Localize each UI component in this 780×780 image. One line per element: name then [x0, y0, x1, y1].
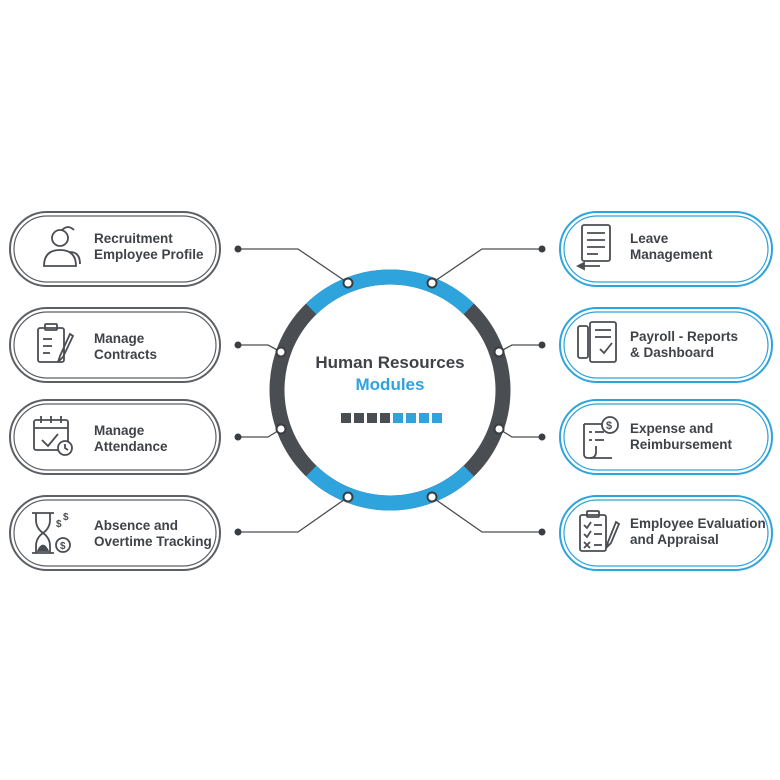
pill-left-4-line1: Absence and	[94, 518, 178, 533]
pill-right-2[interactable]: Payroll - Reports & Dashboard	[559, 307, 773, 383]
pill-right-4[interactable]: Employee Evaluation and Appraisal	[559, 495, 773, 571]
pill-left-4-line2: Overtime Tracking	[94, 534, 212, 549]
dot-right-2	[538, 341, 546, 349]
ring-blue-arc-bottom	[305, 465, 475, 511]
progress-square-blue-1	[393, 413, 403, 423]
pill-right-3[interactable]: $ Expense and Reimbursement	[559, 399, 773, 475]
progress-square-dark-1	[341, 413, 351, 423]
ring-dot-l1	[342, 277, 354, 289]
ring-dot-r4	[426, 491, 438, 503]
ring-dot-r3	[493, 423, 505, 435]
connector-right-3	[498, 428, 542, 438]
pill-right-4-line2: and Appraisal	[630, 532, 719, 547]
pill-right-2-line1: Payroll - Reports	[630, 329, 738, 344]
ring-dots	[275, 277, 505, 503]
progress-square-dark-4	[380, 413, 390, 423]
pill-right-2-line2: & Dashboard	[630, 345, 714, 360]
progress-square-blue-2	[406, 413, 416, 423]
clipboard-pen-icon	[37, 323, 75, 363]
checklist-pen-icon	[579, 510, 621, 552]
svg-text:$: $	[606, 420, 612, 432]
connector-end-dots	[234, 245, 546, 536]
progress-squares	[341, 413, 442, 423]
dot-right-3	[538, 433, 546, 441]
connector-left-4	[238, 496, 349, 533]
pill-right-4-line1: Employee Evaluation	[630, 516, 766, 531]
payroll-report-icon	[577, 321, 617, 363]
dot-left-1	[234, 245, 242, 253]
progress-square-blue-4	[432, 413, 442, 423]
svg-text:$: $	[60, 541, 66, 552]
connector-left-1	[238, 248, 349, 284]
pill-left-3-line2: Attendance	[94, 439, 168, 454]
dot-left-3	[234, 433, 242, 441]
progress-square-dark-2	[354, 413, 364, 423]
pill-left-4[interactable]: $ $ $ Absence and Overtime Tracking	[9, 495, 221, 571]
ring-dot-r2	[493, 346, 505, 358]
ring-blue-arc-top	[305, 269, 475, 315]
svg-text:$: $	[63, 512, 69, 523]
pill-right-1-line2: Management	[630, 247, 713, 262]
svg-text:$: $	[56, 519, 62, 530]
users-icon	[43, 226, 81, 267]
pill-left-3-line1: Manage	[94, 423, 145, 438]
connector-right-4	[431, 496, 542, 533]
hourglass-money-icon: $ $ $	[32, 512, 71, 554]
connector-left-3	[238, 428, 282, 438]
pill-left-3[interactable]: Manage Attendance	[9, 399, 221, 475]
pill-left-1[interactable]: Recruitment Employee Profile	[9, 211, 221, 287]
pill-right-1[interactable]: Leave Management	[559, 211, 773, 287]
connector-left-2	[238, 344, 282, 353]
pill-right-3-line2: Reimbursement	[630, 437, 733, 452]
receipt-dollar-icon: $	[583, 416, 619, 459]
dot-left-2	[234, 341, 242, 349]
calendar-check-icon	[33, 416, 73, 456]
pill-left-1-line1: Recruitment	[94, 231, 173, 246]
pill-left-2-line1: Manage	[94, 331, 145, 346]
center-title: Human Resources	[315, 353, 464, 372]
ring-dot-l4	[342, 491, 354, 503]
pill-right-1-line1: Leave	[630, 231, 669, 246]
pill-left-2-line2: Contracts	[94, 347, 157, 362]
center-ring	[269, 269, 511, 511]
pill-right-3-line1: Expense and	[630, 421, 713, 436]
pill-left-1-line2: Employee Profile	[94, 247, 204, 262]
pill-left-2[interactable]: Manage Contracts	[9, 307, 221, 383]
document-pen-icon	[575, 224, 611, 271]
dot-left-4	[234, 528, 242, 536]
ring-dot-l2	[275, 346, 287, 358]
dot-right-1	[538, 245, 546, 253]
progress-square-dark-3	[367, 413, 377, 423]
progress-square-blue-3	[419, 413, 429, 423]
connector-right-1	[431, 248, 542, 284]
ring-dot-l3	[275, 423, 287, 435]
center-subtitle: Modules	[356, 375, 425, 394]
ring-dot-r1	[426, 277, 438, 289]
dot-right-4	[538, 528, 546, 536]
connector-right-2	[498, 344, 542, 353]
